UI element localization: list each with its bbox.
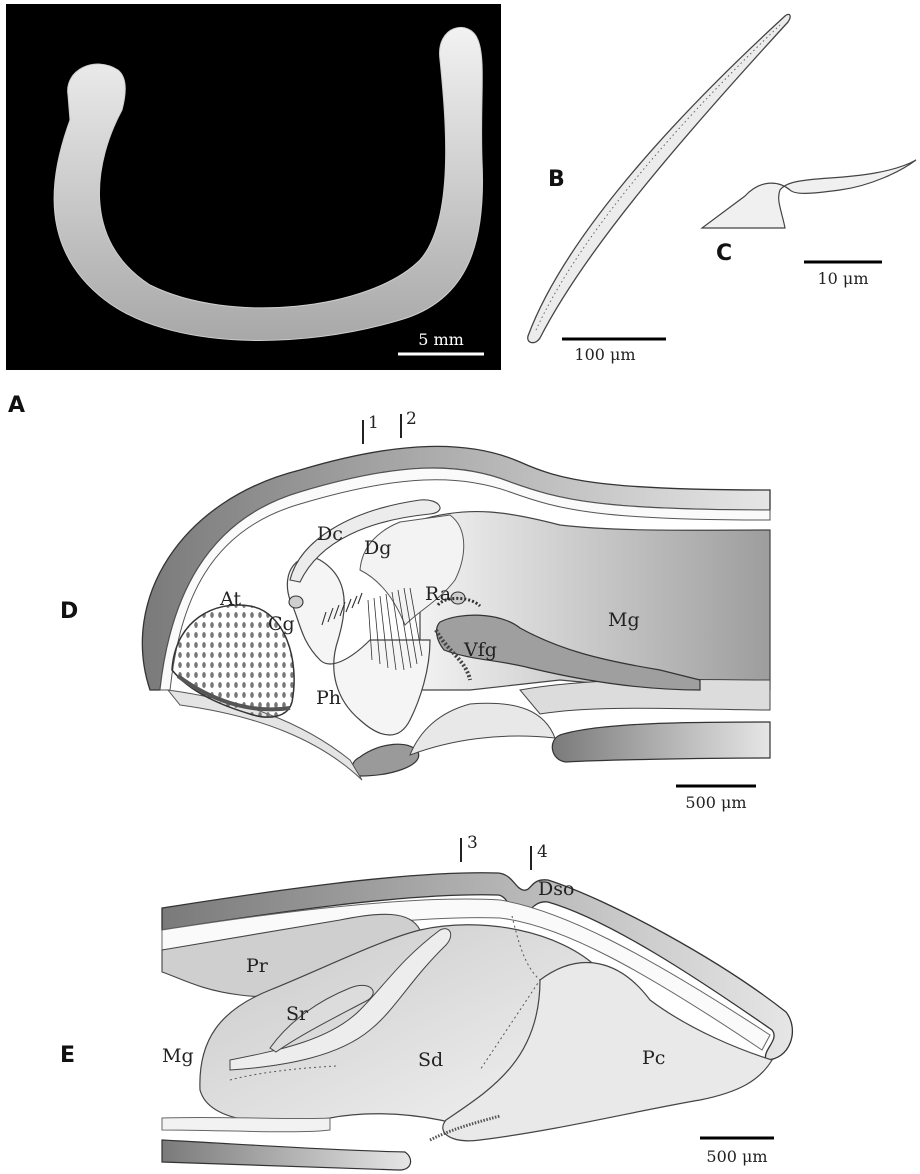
panel-label-e: E bbox=[60, 1043, 75, 1068]
label-dso: Dso bbox=[538, 878, 574, 900]
ventral-body-wall-right bbox=[552, 722, 770, 762]
ventral-inner-e bbox=[162, 1117, 330, 1131]
section-mark-1: 1 bbox=[368, 413, 379, 433]
panel-d-diagram: 1 2 bbox=[142, 409, 770, 812]
e-scale-label: 500 μm bbox=[706, 1147, 767, 1166]
label-ph: Ph bbox=[316, 687, 341, 709]
panel-a-photo: 5 mm bbox=[6, 4, 501, 370]
label-pr: Pr bbox=[246, 955, 269, 977]
label-mg-d: Mg bbox=[608, 609, 640, 631]
d-scale-label: 500 μm bbox=[685, 793, 746, 812]
spicule-outline bbox=[528, 14, 790, 342]
panel-b-spicule: 100 μm bbox=[528, 14, 790, 364]
label-dg: Dg bbox=[364, 537, 391, 559]
label-pc: Pc bbox=[642, 1047, 665, 1069]
label-vfg: Vfg bbox=[463, 639, 497, 661]
panel-label-d: D bbox=[60, 599, 78, 624]
ventral-body-wall-left bbox=[353, 744, 419, 776]
photo-scale-label: 5 mm bbox=[418, 330, 464, 349]
spicule-scale-label: 100 μm bbox=[574, 345, 635, 364]
section-mark-2: 2 bbox=[406, 409, 417, 429]
label-dc: Dc bbox=[317, 523, 343, 545]
label-at: At bbox=[219, 588, 241, 610]
label-cg: Cg bbox=[268, 613, 295, 635]
panel-c-hook: 10 μm bbox=[702, 160, 916, 288]
cerebral-ganglion bbox=[289, 596, 303, 608]
label-sr: Sr bbox=[286, 1003, 309, 1025]
label-mg-e: Mg bbox=[162, 1045, 194, 1067]
panel-e-diagram: 3 4 Dso Pr Sr Mg Sd Pc 500 μm bbox=[162, 833, 792, 1170]
panel-label-c: C bbox=[716, 241, 732, 266]
label-ra: Ra bbox=[425, 583, 451, 605]
panel-label-a: A bbox=[8, 393, 25, 418]
label-sd: Sd bbox=[418, 1049, 443, 1071]
hook-scale-label: 10 μm bbox=[817, 269, 868, 288]
hook-outline bbox=[702, 160, 916, 228]
ventral-wedge bbox=[410, 703, 555, 755]
ventral-wall-e-left bbox=[162, 1140, 411, 1170]
section-mark-3: 3 bbox=[467, 833, 478, 853]
section-mark-4: 4 bbox=[537, 842, 548, 862]
panel-label-b: B bbox=[548, 167, 565, 192]
